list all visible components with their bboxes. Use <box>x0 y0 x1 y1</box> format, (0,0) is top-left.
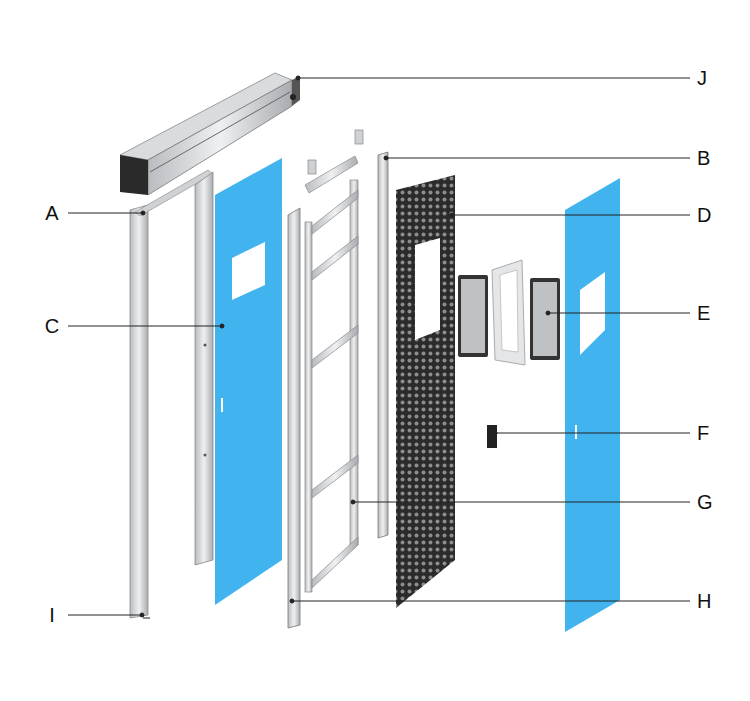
callout-letter: D <box>697 205 711 225</box>
handle <box>487 425 497 448</box>
window-assembly <box>458 260 560 365</box>
callout-letter: G <box>697 492 713 512</box>
side-profile <box>378 152 388 538</box>
inner-frame <box>305 130 363 592</box>
callout-letter: J <box>697 68 707 88</box>
callout-letter: I <box>49 605 55 625</box>
honeycomb-core <box>396 175 455 608</box>
callout-letter: A <box>45 203 58 223</box>
door-leaf-front <box>215 158 282 605</box>
leader-lines <box>68 76 690 617</box>
door-leaf-back <box>565 178 620 632</box>
door-frame <box>130 170 213 618</box>
side-profile <box>288 208 300 628</box>
callout-letter: F <box>697 423 709 443</box>
callout-letter: C <box>45 316 59 336</box>
callout-letter: H <box>697 591 711 611</box>
callout-letter: E <box>697 303 710 323</box>
callout-letter: B <box>697 148 710 168</box>
